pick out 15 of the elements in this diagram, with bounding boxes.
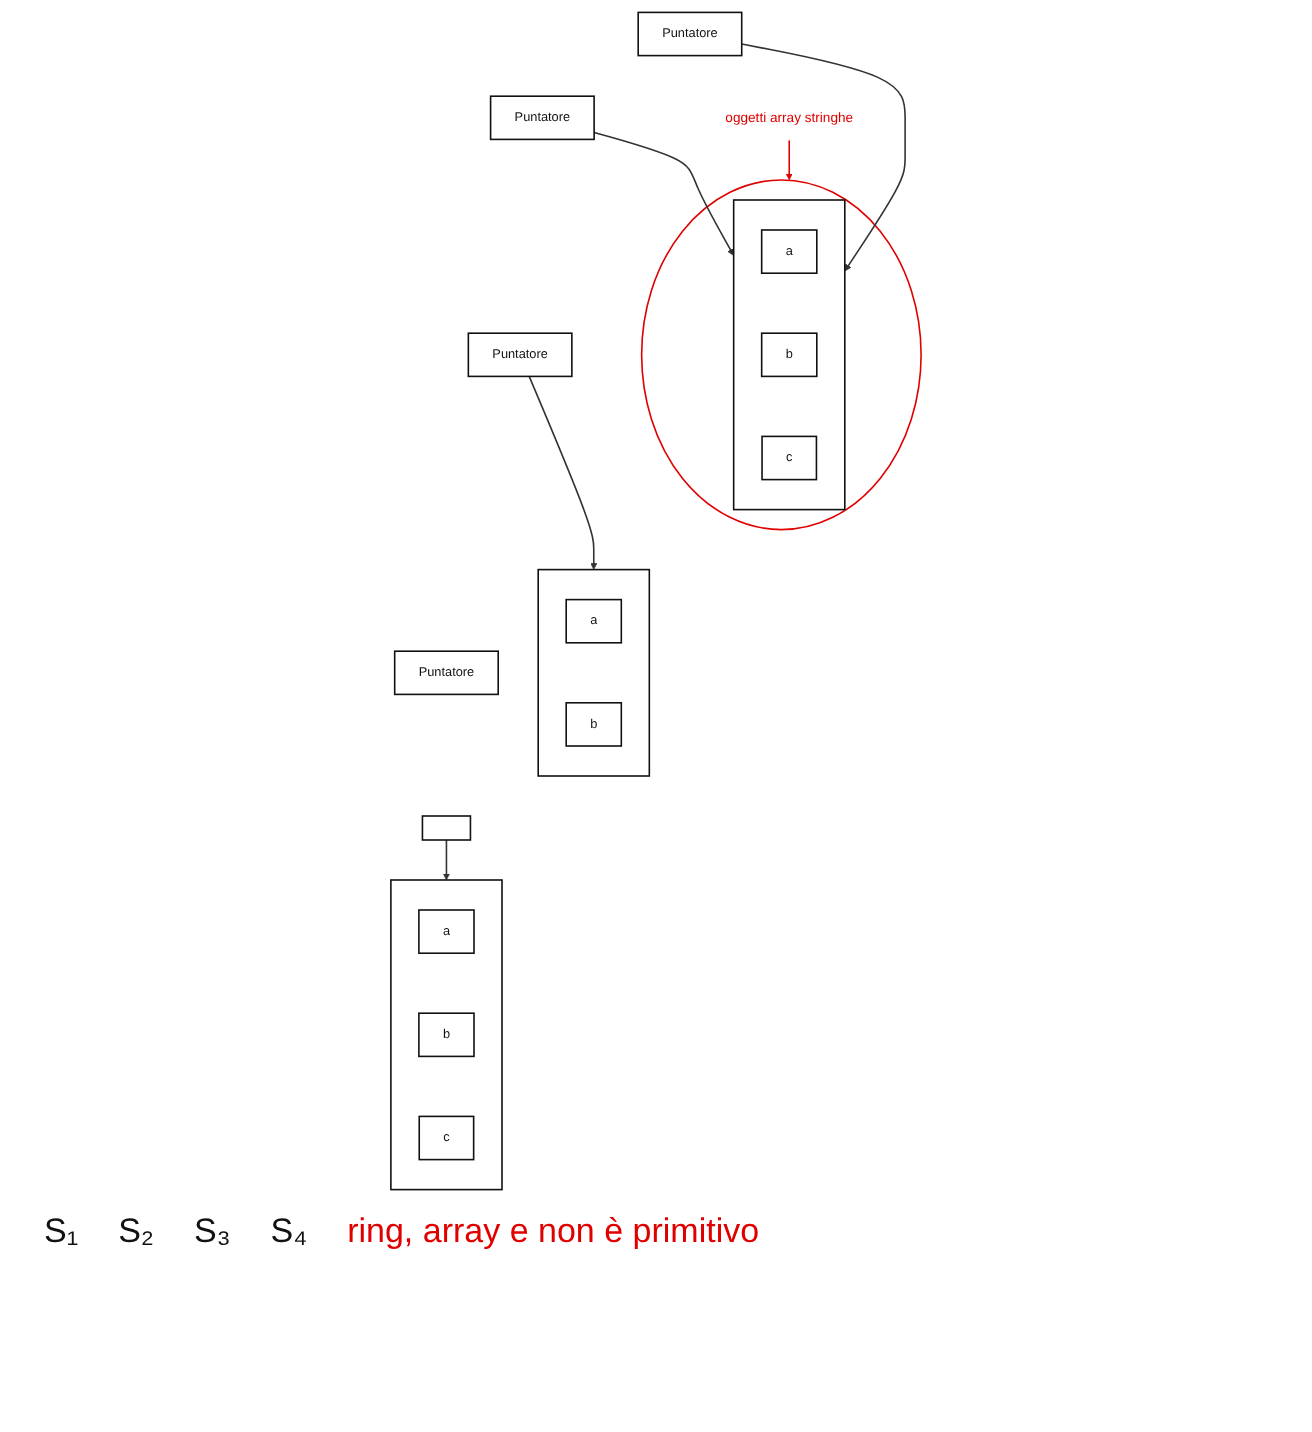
note-text: S₃ (194, 1212, 231, 1252)
note-text: S₂ (118, 1212, 155, 1252)
node-box (421, 814, 472, 840)
note-text: S₁ (44, 1212, 79, 1252)
arrow (528, 374, 598, 569)
cluster (390, 878, 503, 1190)
arrow (740, 42, 906, 271)
arrow (593, 130, 734, 255)
cluster (537, 567, 651, 776)
note-text: ring, array e non è primitivo (347, 1212, 760, 1252)
arrow (442, 838, 450, 880)
cluster (732, 198, 846, 510)
arrow (785, 138, 793, 180)
cluster (640, 178, 922, 530)
note-text: S₄ (270, 1212, 308, 1252)
